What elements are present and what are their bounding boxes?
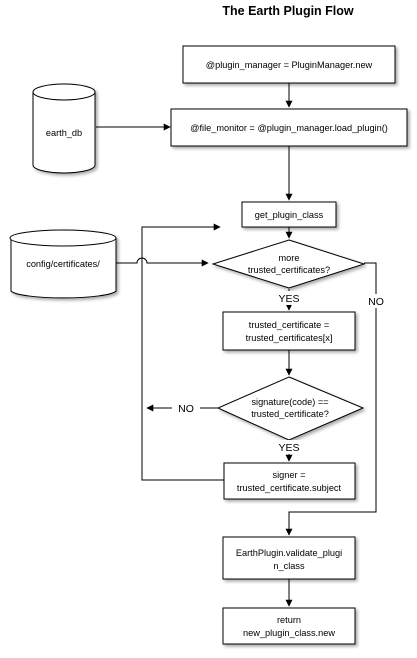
node-signer: signer = trusted_certificate.subject [223, 462, 356, 500]
decision-signature: signature(code) == trusted_certificate? [216, 376, 365, 441]
node-plugin-manager: @plugin_manager = PluginManager.new [182, 45, 396, 84]
node-validate-line2: n_class [273, 561, 305, 571]
label-signature-no: NO [178, 403, 194, 415]
label-signature-yes: YES [278, 442, 299, 454]
decision-signature-line1: signature(code) == [251, 397, 328, 407]
node-validate-plugin-class: EarthPlugin.validate_plugi n_class [222, 536, 356, 580]
node-file-monitor: @file_monitor = @plugin_manager.load_plu… [170, 108, 408, 147]
node-file-monitor-text: @file_monitor = @plugin_manager.load_plu… [190, 123, 388, 133]
node-trusted-certificate: trusted_certificate = trusted_certificat… [222, 311, 356, 351]
decision-more-trusted: more trusted_certificates? [211, 239, 366, 289]
node-trusted-certificate-line2: trusted_certificates[x] [246, 333, 333, 343]
node-return-line1: return [277, 615, 301, 625]
diagram-title: The Earth Plugin Flow [222, 4, 354, 18]
decision-signature-line2: trusted_certificate? [251, 409, 329, 419]
node-get-plugin-class: get_plugin_class [241, 201, 337, 228]
decision-more-line2: trusted_certificates? [248, 265, 330, 275]
node-get-plugin-class-text: get_plugin_class [255, 210, 324, 220]
edge-signer-loop-back [141, 223, 224, 481]
edge-more-no [285, 262, 377, 536]
certificates-label: config/certificates/ [26, 259, 100, 269]
earth-db-label: earth_db [46, 128, 82, 138]
node-plugin-manager-text: @plugin_manager = PluginManager.new [206, 60, 373, 70]
node-validate-line1: EarthPlugin.validate_plugi [236, 548, 342, 558]
node-trusted-certificate-line1: trusted_certificate = [249, 320, 329, 330]
label-more-no: NO [368, 296, 384, 308]
edge-labels: YES NO NO YES [172, 291, 388, 454]
decision-more-line1: more [279, 253, 300, 263]
node-signer-line1: signer = [273, 470, 306, 480]
datastore-earth-db: earth_db [32, 83, 96, 174]
datastore-certificates: config/certificates/ [9, 229, 117, 299]
node-return: return new_plugin_class.new [222, 607, 356, 645]
node-return-line2: new_plugin_class.new [243, 628, 335, 638]
label-more-yes: YES [278, 293, 299, 305]
edge-certificates-to-more [116, 257, 209, 267]
node-signer-line2: trusted_certificate.subject [237, 483, 342, 493]
